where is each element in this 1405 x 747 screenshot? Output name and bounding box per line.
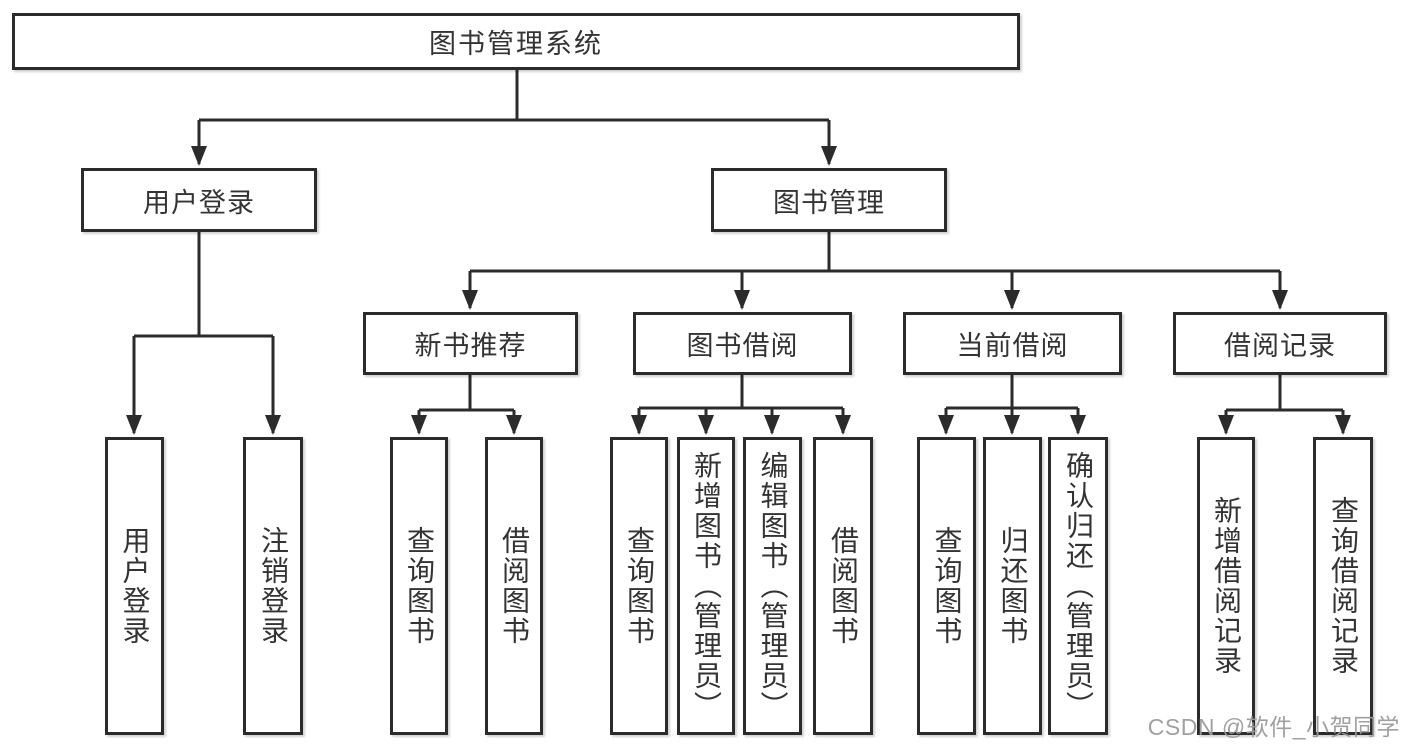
leaf-return-book-label: 归还图书 xyxy=(997,526,1029,646)
leaf-query-borrow-record-label: 查询借阅记录 xyxy=(1328,496,1359,676)
connector-current-borrow xyxy=(938,375,1086,435)
leaf-query-books-2: 查询图书 xyxy=(610,437,668,735)
leaf-query-books-1-label: 查询图书 xyxy=(404,526,435,646)
node-book-borrow-label: 图书借阅 xyxy=(686,331,799,361)
leaf-edit-book-admin: 编辑图书（管理员） xyxy=(743,437,802,735)
node-root-label: 图书管理系统 xyxy=(429,29,603,59)
node-book-management-label: 图书管理 xyxy=(773,187,885,218)
leaf-user-login: 用户登录 xyxy=(105,437,164,735)
leaf-add-book-admin-label: 新增图书（管理员） xyxy=(691,451,722,721)
node-new-book-recommend-label: 新书推荐 xyxy=(414,331,527,361)
leaf-query-books-1: 查询图书 xyxy=(390,437,448,735)
node-current-borrow-label: 当前借阅 xyxy=(956,331,1069,361)
leaf-borrow-books-2-label: 借阅图书 xyxy=(828,526,859,646)
node-book-borrow: 图书借阅 xyxy=(633,312,852,375)
leaf-return-book: 归还图书 xyxy=(983,437,1042,735)
leaf-query-borrow-record: 查询借阅记录 xyxy=(1313,437,1373,735)
connector-book-borrow xyxy=(631,375,851,435)
node-book-management: 图书管理 xyxy=(711,168,947,232)
node-user-login: 用户登录 xyxy=(81,168,317,232)
connector-user-login xyxy=(126,232,281,435)
leaf-edit-book-admin-label: 编辑图书（管理员） xyxy=(757,451,789,721)
connector-new-book-recommend xyxy=(411,375,522,435)
leaf-borrow-books-1: 借阅图书 xyxy=(485,437,543,735)
leaf-borrow-books-2: 借阅图书 xyxy=(813,437,873,735)
leaf-confirm-return-admin-label: 确认归还（管理员） xyxy=(1063,451,1094,721)
leaf-user-login-label: 用户登录 xyxy=(119,526,151,646)
connector-book-management xyxy=(462,232,1288,310)
node-user-login-label: 用户登录 xyxy=(143,187,255,218)
node-current-borrow: 当前借阅 xyxy=(903,312,1122,375)
leaf-query-books-3-label: 查询图书 xyxy=(931,526,963,646)
node-new-book-recommend: 新书推荐 xyxy=(363,312,578,375)
leaf-confirm-return-admin: 确认归还（管理员） xyxy=(1048,437,1108,735)
node-borrow-records-label: 借阅记录 xyxy=(1224,331,1336,361)
leaf-query-books-2-label: 查询图书 xyxy=(624,526,655,646)
leaf-borrow-books-1-label: 借阅图书 xyxy=(499,526,530,646)
node-borrow-records: 借阅记录 xyxy=(1173,312,1387,375)
node-root: 图书管理系统 xyxy=(12,13,1020,70)
leaf-add-borrow-record: 新增借阅记录 xyxy=(1197,437,1255,735)
csdn-watermark: CSDN @软件_小贺同学 xyxy=(1147,714,1400,740)
connector-root xyxy=(191,70,837,166)
leaf-add-book-admin: 新增图书（管理员） xyxy=(677,437,735,735)
leaf-add-borrow-record-label: 新增借阅记录 xyxy=(1211,496,1242,676)
leaf-query-books-3: 查询图书 xyxy=(917,437,976,735)
leaf-logout: 注销登录 xyxy=(243,437,303,735)
connector-borrow-records xyxy=(1218,375,1351,435)
leaf-logout-label: 注销登录 xyxy=(258,526,289,646)
